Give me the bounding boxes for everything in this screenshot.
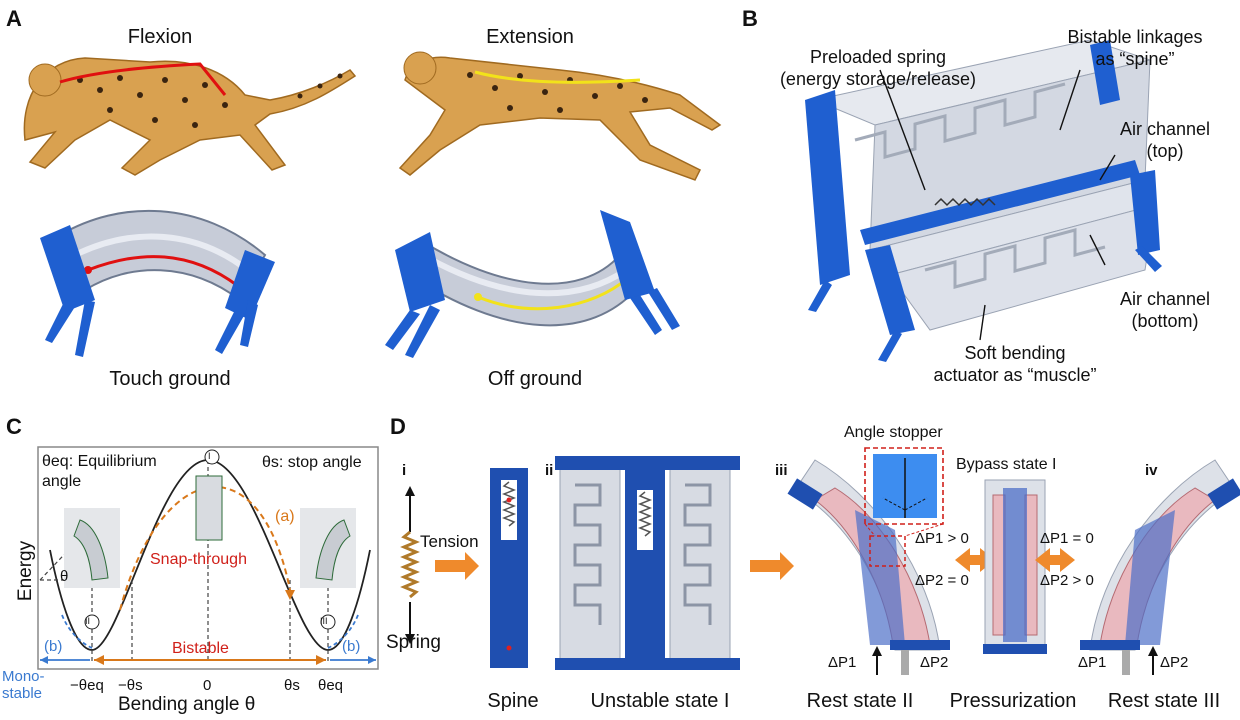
muscle-label-line2: actuator as “muscle” [933,365,1097,385]
air-channel-bottom-line1: Air channel [1119,289,1211,309]
panel-d-label: D [390,414,406,439]
theta-eq-definition-line1: θeq: Equilibrium [42,453,157,470]
spine-label: Bistable linkages as “spine” [1040,26,1230,70]
spring-label-line2: (energy storage/release) [779,69,977,89]
tick-neg-theta-eq: −θeq [70,677,104,694]
dp2-zero-label: ΔP2 = 0 [915,572,969,589]
robot-flexion-model [40,209,275,357]
dp1-zero-label: ΔP1 = 0 [1040,530,1094,547]
spine-caption: Spine [487,690,539,712]
air-channel-bottom-label: Air channel (bottom) [1100,288,1230,332]
muscle-label: Soft bending actuator as “muscle” [900,342,1130,386]
rest-state-ii-sketch [787,459,950,675]
rest-state-iii-caption: Rest state III [1107,690,1221,712]
air-channel-top-line2: (top) [1146,141,1184,161]
rest-ii-dp1-label: ΔP1 [828,654,857,671]
spring-label-line1: Preloaded spring [809,47,947,67]
panel-a-label: A [6,6,22,31]
monostable-label-line2: stable [2,685,43,702]
monostable-label: Mono- stable [2,668,45,702]
panel-c-label: C [6,414,22,439]
panel-b-label: B [742,6,758,31]
inset-photo-right [300,508,356,588]
arrow-bypass-iv [1035,548,1075,572]
muscle-label-line1: Soft bending [964,343,1066,363]
bypass-state-sketch [983,479,1047,654]
spring-label: Preloaded spring (energy storage/release… [750,46,1006,90]
rest-iii-dp2-label: ΔP2 [1160,654,1189,671]
touch-ground-caption: Touch ground [109,368,231,390]
air-channel-top-line1: Air channel [1119,119,1211,139]
energy-landscape-plot [37,446,379,670]
bypass-state-label: Bypass state I [956,456,1057,473]
tick-theta-eq: θeq [318,677,344,694]
mark-a-label: (a) [275,508,295,525]
state-ii-label: II [85,616,91,626]
arrow-ii-to-iii [750,552,794,580]
pressurization-caption: Pressurization [949,690,1077,712]
step-iv-label: iv [1145,462,1158,479]
angle-stopper-inset [864,447,944,537]
theta-s-definition: θs: stop angle [262,454,362,471]
angle-stopper-label: Angle stopper [844,424,943,441]
robot-extension-model [385,210,680,358]
theta-eq-definition: θeq: Equilibrium angle [42,452,157,492]
step-ii-label: ii [545,462,554,479]
unstable-state-caption: Unstable state I [590,690,730,712]
cheetah-flexion-image [23,57,357,176]
spine-sketch [490,468,528,668]
tension-label: Tension [420,532,479,551]
spine-label-line2: as “spine” [1095,49,1175,69]
dp2-positive-label: ΔP2 > 0 [1040,572,1094,589]
theta-symbol: θ [60,568,69,585]
panel-d-illustration [400,447,1240,675]
off-ground-caption: Off ground [487,368,583,390]
unstable-state-sketch [555,456,740,670]
spring-tension-sketch [400,486,420,644]
bending-angle-axis-label: Bending angle θ [118,694,256,715]
energy-axis-label: Energy [15,540,36,602]
air-channel-top-label: Air channel (top) [1100,118,1230,162]
bistable-label: Bistable [172,640,229,657]
panel-b-illustration [805,39,1162,362]
extension-title: Extension [486,26,574,48]
panel-a-illustration [23,51,722,358]
cheetah-extension-image [398,51,722,181]
mark-b-left-label: (b) [44,638,63,655]
flexion-title: Flexion [127,26,193,48]
tick-zero: 0 [203,677,212,694]
spring-caption-label: Spring [386,632,441,653]
mark-b-right-label: (b) [342,638,361,655]
spine-label-line1: Bistable linkages [1067,27,1203,47]
rest-iii-dp1-label: ΔP1 [1078,654,1107,671]
dp1-positive-label: ΔP1 > 0 [915,530,969,547]
inset-photo-left [64,508,120,588]
rest-ii-dp2-label: ΔP2 [920,654,949,671]
rest-state-iii-sketch [1080,459,1240,675]
arrow-i-to-spine [435,552,479,580]
snap-through-label: Snap-through [150,551,247,568]
tick-neg-theta-s: −θs [118,677,143,694]
step-iii-label: iii [775,462,788,479]
state-i-label: I [208,451,211,461]
theta-eq-definition-line2: angle [42,473,82,490]
rest-state-ii-caption: Rest state II [806,690,914,712]
step-i-label: i [402,462,407,479]
tick-theta-s: θs [284,677,300,694]
air-channel-bottom-line2: (bottom) [1131,311,1199,331]
inset-photo-center [195,475,223,541]
monostable-label-line1: Mono- [2,668,45,685]
state-iii-label: III [320,616,328,626]
